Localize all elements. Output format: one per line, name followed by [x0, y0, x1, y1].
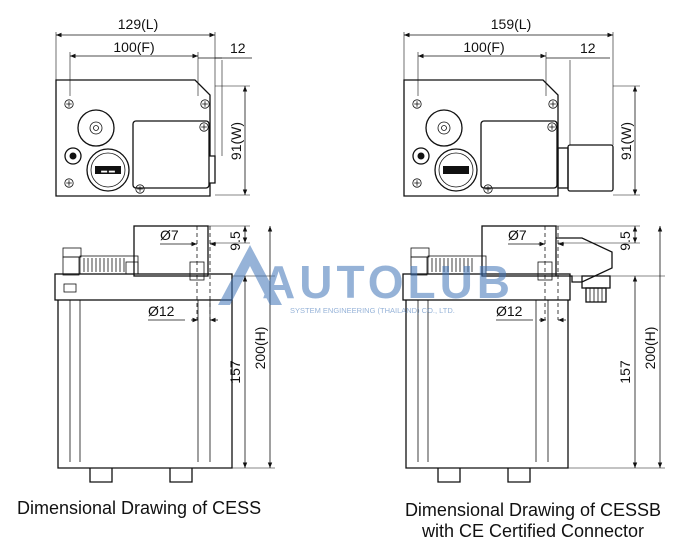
svg-text:▬ ▬: ▬ ▬: [101, 169, 115, 175]
cess-top-view: ▬ ▬: [55, 32, 252, 197]
pin-diameter-label: Ø7: [160, 227, 179, 243]
cessb-caption: Dimensional Drawing of CESSB with CE Cer…: [393, 500, 673, 542]
step-height-label: 9.5: [617, 231, 633, 251]
hole-diameter-label: Ø12: [148, 303, 175, 319]
length-dimension-label: 129(L): [118, 16, 158, 32]
body-height-label: 157: [227, 360, 243, 384]
mounting-screw-icon: [200, 99, 210, 109]
total-height-label: 200(H): [252, 327, 268, 370]
cessb-top-view: [403, 32, 640, 197]
cessb-caption-line2: with CE Certified Connector: [421, 521, 645, 541]
step-height-label: 9.5: [227, 231, 243, 251]
offset-dimension-label: 12: [580, 40, 596, 56]
hole-diameter-label: Ø12: [496, 303, 523, 319]
fixing-dimension-label: 100(F): [113, 39, 154, 55]
cess-caption: Dimensional Drawing of CESS: [17, 498, 262, 518]
mounting-screw-icon: [64, 99, 74, 109]
total-height-label: 200(H): [642, 327, 658, 370]
cessb-front-view: [402, 225, 665, 483]
watermark-tagline: SYSTEM ENGINEERING (THAILAND) CO., LTD.: [290, 306, 455, 315]
autolub-watermark-logo: AUTOLUB SYSTEM ENGINEERING (THAILAND) CO…: [218, 245, 514, 315]
width-dimension-label: 91(W): [618, 122, 634, 160]
mounting-screw-icon: [64, 178, 74, 188]
mounting-screw-icon: [199, 122, 209, 132]
fixing-dimension-label: 100(F): [463, 39, 504, 55]
cessb-caption-line1: Dimensional Drawing of CESSB: [404, 500, 662, 520]
width-dimension-label: 91(W): [228, 122, 244, 160]
length-dimension-label: 159(L): [491, 16, 531, 32]
watermark-brand: AUTOLUB: [262, 256, 514, 308]
mounting-screw-icon: [135, 184, 145, 194]
offset-dimension-label: 12: [230, 40, 246, 56]
body-height-label: 157: [617, 360, 633, 384]
pin-diameter-label: Ø7: [508, 227, 527, 243]
